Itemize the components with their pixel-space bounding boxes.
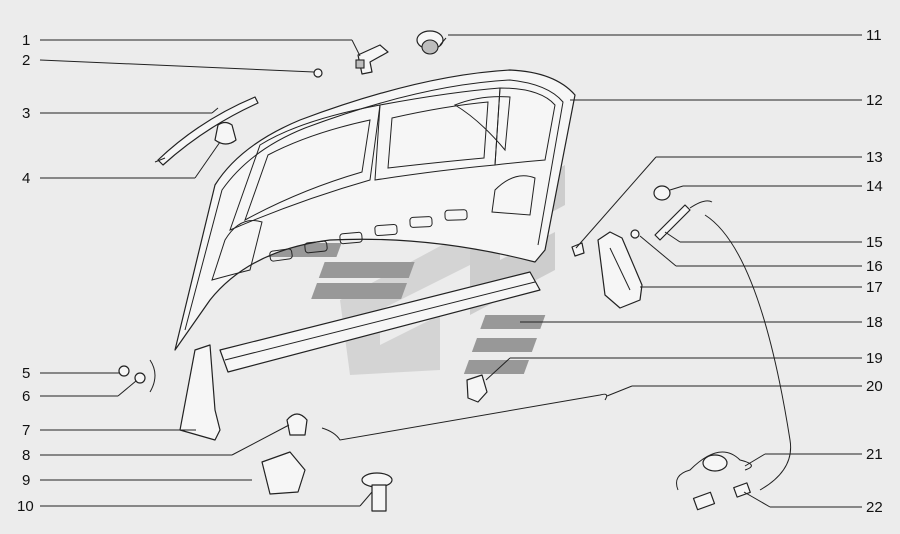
callout-11: 11: [866, 27, 882, 44]
latch-part-19: [466, 374, 488, 403]
buffer-part-14: [653, 185, 671, 201]
callout-4: 4: [22, 170, 30, 187]
nut-part-16: [630, 229, 640, 239]
safety-catch-part-21: [676, 451, 752, 491]
clip-part-9: [261, 451, 306, 495]
callout-9: 9: [22, 472, 30, 489]
leader-lines: [39, 34, 862, 508]
callout-20: 20: [866, 378, 883, 395]
callout-2: 2: [22, 52, 30, 69]
washer-part-2: [313, 68, 323, 78]
hinge-part-7: [149, 344, 221, 441]
callout-5: 5: [22, 365, 30, 382]
callout-18: 18: [866, 314, 883, 331]
screw-part-10: [361, 472, 393, 512]
screw-part-5: [118, 365, 130, 377]
callout-10: 10: [17, 498, 34, 515]
callout-7: 7: [22, 422, 30, 439]
cable-end-part-15: [654, 200, 713, 241]
hood-panel: [174, 69, 576, 351]
callout-22: 22: [866, 499, 883, 516]
release-lever-part-17: [597, 231, 643, 309]
cross-member-part-18: [219, 271, 541, 373]
support-rod-part-20: [321, 393, 608, 441]
callout-19: 19: [866, 350, 883, 367]
callout-1: 1: [22, 32, 30, 49]
callout-8: 8: [22, 447, 30, 464]
bolt-part-13: [571, 242, 585, 257]
callout-13: 13: [866, 149, 883, 166]
callout-12: 12: [866, 92, 883, 109]
callout-6: 6: [22, 388, 30, 405]
callout-3: 3: [22, 105, 30, 122]
callout-15: 15: [866, 234, 883, 251]
callout-21: 21: [866, 446, 883, 463]
bump-stop-part-8: [286, 413, 308, 436]
hood-slots: [269, 209, 468, 262]
callout-labels: 1 2 3 4 5 6 7 8 9 10 11 12 13 14 15 16 1…: [17, 27, 883, 516]
weatherstrip-part-3: [154, 96, 259, 166]
callout-17: 17: [866, 279, 883, 296]
grommet-part-11: [416, 30, 447, 55]
callout-14: 14: [866, 178, 883, 195]
callout-16: 16: [866, 258, 883, 275]
clip-part-4: [214, 121, 237, 145]
screw-part-6: [134, 372, 146, 384]
hinge-bolt-part-1: [355, 44, 389, 75]
